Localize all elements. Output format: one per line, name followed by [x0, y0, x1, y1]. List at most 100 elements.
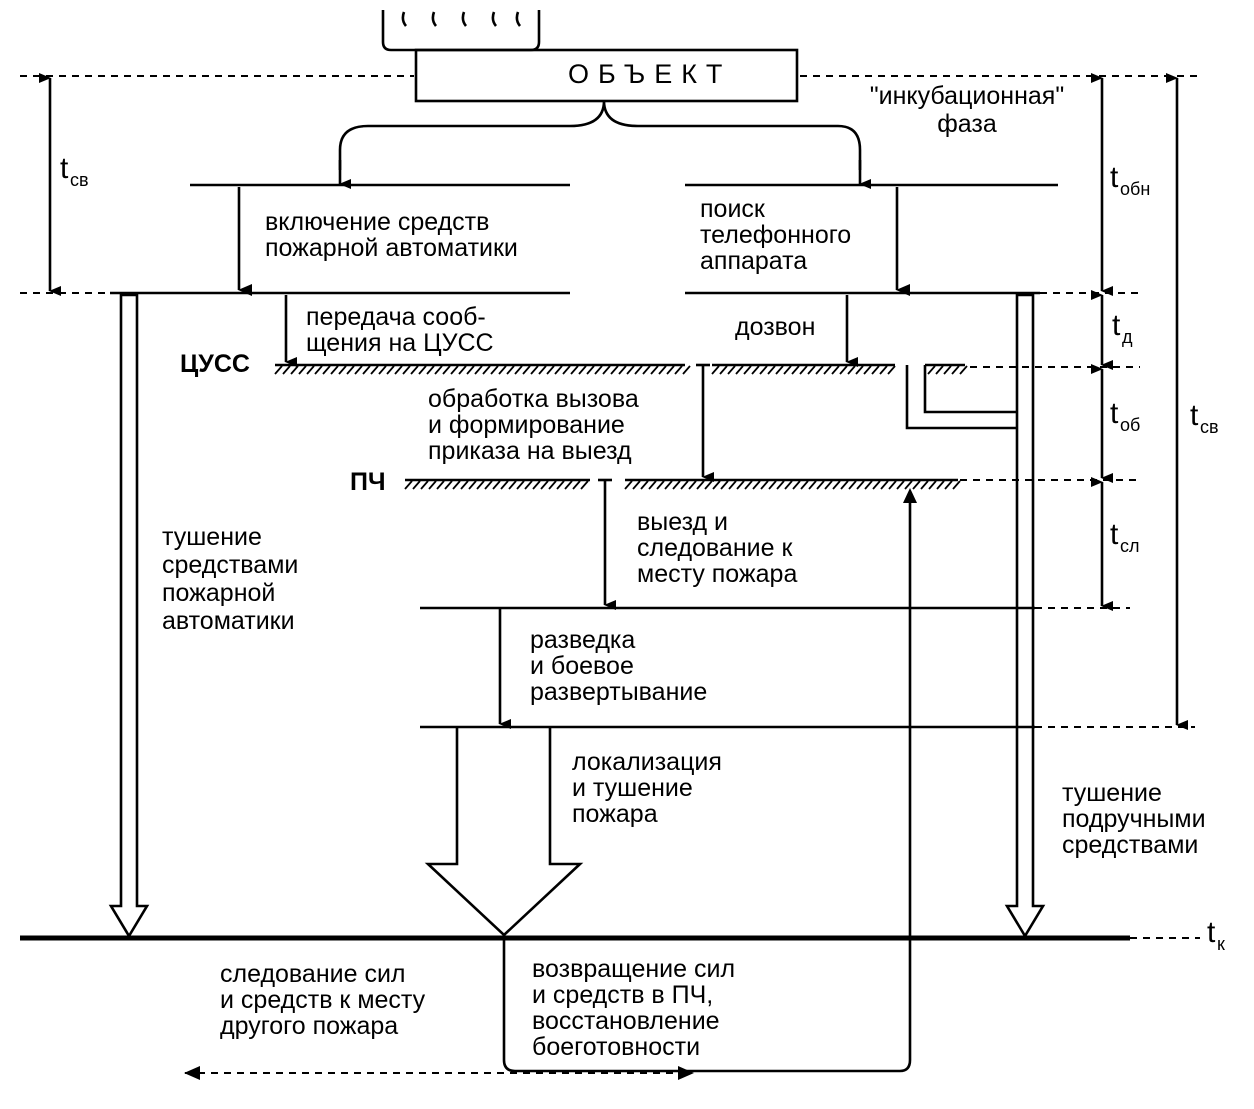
hatch-mark — [824, 480, 833, 490]
hatch-mark — [500, 480, 509, 490]
time-subscript: об — [1120, 415, 1140, 435]
hatch-mark — [720, 480, 729, 490]
hatch-mark — [540, 480, 549, 490]
next-fire-arrow-right — [678, 1066, 694, 1080]
hatch-mark — [642, 365, 651, 375]
hatch-mark — [936, 480, 945, 490]
hatch-mark — [594, 365, 603, 375]
hollow-arrow-manual-extinguish — [1004, 293, 1046, 939]
hatch-mark — [570, 365, 579, 375]
hatch-mark — [522, 365, 531, 375]
text-line: и средств в ПЧ, — [532, 981, 713, 1009]
hatch-mark — [562, 365, 571, 375]
hatch-mark — [743, 365, 752, 375]
hatch-mark — [768, 480, 777, 490]
branch-brace — [338, 100, 862, 170]
hatch-mark — [386, 365, 395, 375]
hatch-mark — [928, 480, 937, 490]
text-line: приказа на выезд — [428, 437, 632, 465]
hatch-mark — [664, 480, 673, 490]
time-subscript: обн — [1120, 179, 1150, 199]
hatch-mark — [864, 480, 873, 490]
hatch-mark — [506, 365, 515, 375]
hatch-mark — [468, 480, 477, 490]
hatch-mark — [672, 480, 681, 490]
incubation-phase-label: "инкубационная"фаза — [870, 82, 1064, 138]
hatch-mark — [712, 480, 721, 490]
hatch-mark — [354, 365, 363, 375]
text-line: следование сил — [220, 960, 406, 988]
time-symbol: t — [1112, 309, 1121, 342]
hatch-mark — [524, 480, 533, 490]
hatch-mark — [556, 480, 565, 490]
hatch-mark — [428, 480, 437, 490]
time-subscript: к — [1217, 934, 1225, 954]
hatch-mark — [887, 365, 896, 375]
time-subscript: св — [1200, 417, 1219, 437]
hatch-mark — [274, 365, 283, 375]
hatch-mark — [784, 480, 793, 490]
hatch-mark — [688, 480, 697, 490]
hatch-mark — [760, 480, 769, 490]
hatch-mark — [450, 365, 459, 375]
hatch-mark — [823, 365, 832, 375]
hatch-mark — [831, 365, 840, 375]
text-line: телефонного — [700, 221, 851, 249]
text-line: и средств к месту — [220, 986, 426, 1014]
hatch-mark — [298, 365, 307, 375]
object-building: ОБЪЕКТ — [381, 10, 799, 103]
text-line: развертывание — [530, 678, 707, 706]
hatch-mark — [656, 480, 665, 490]
hatch-mark — [378, 365, 387, 375]
text-line: средствами — [1062, 831, 1198, 859]
hatch-mark — [872, 480, 881, 490]
hatch-mark — [935, 365, 944, 375]
hatch-mark — [314, 365, 323, 375]
hatch-mark — [912, 480, 921, 490]
hatch-mark — [952, 480, 961, 490]
text-line: другого пожара — [220, 1012, 398, 1040]
hatch-mark — [783, 365, 792, 375]
text-line: дозвон — [735, 313, 815, 341]
time-symbol: t — [1110, 397, 1119, 430]
hatch-mark — [847, 365, 856, 375]
hatch-mark — [282, 365, 291, 375]
text-line: месту пожара — [637, 560, 797, 588]
text-line: автоматики — [162, 607, 295, 635]
hatch-mark — [880, 480, 889, 490]
hatch-mark — [832, 480, 841, 490]
hatch-mark — [696, 480, 705, 490]
hatch-mark — [618, 365, 627, 375]
hatch-mark — [626, 365, 635, 375]
hatch-mark — [888, 480, 897, 490]
hatch-mark — [492, 480, 501, 490]
hatch-mark — [927, 365, 936, 375]
hatch-mark — [362, 365, 371, 375]
hatch-mark — [767, 365, 776, 375]
next-fire-arrow-left — [184, 1066, 200, 1080]
tsuss-label: ЦУСС — [180, 350, 250, 378]
hatch-mark — [330, 365, 339, 375]
hatch-mark — [792, 480, 801, 490]
hatch-mark — [896, 480, 905, 490]
hatch-mark — [735, 365, 744, 375]
text-line: возвращение сил — [532, 955, 735, 983]
hatch-mark — [944, 480, 953, 490]
text-line: тушение — [162, 523, 262, 551]
hatch-mark — [943, 365, 952, 375]
text-line: поиск — [700, 195, 766, 223]
hatch-mark — [815, 365, 824, 375]
hatch-mark — [602, 365, 611, 375]
text-line: включение средств — [265, 208, 489, 236]
hatch-mark — [498, 365, 507, 375]
hatch-mark — [508, 480, 517, 490]
hatch-mark — [420, 480, 429, 490]
